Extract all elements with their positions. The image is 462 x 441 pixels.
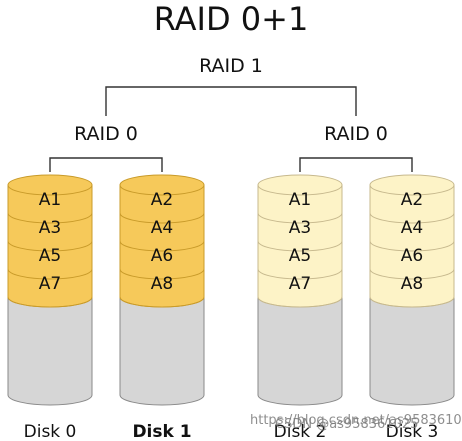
disk-label: Disk 2: [274, 422, 327, 441]
raid0-connector-right: [299, 157, 413, 172]
stripe-divider: [7, 296, 93, 308]
disk-empty-space: [257, 296, 343, 406]
stripe-divider: [257, 268, 343, 280]
disk-empty-space: [7, 296, 93, 406]
stripe-divider: [369, 240, 455, 252]
block-label: A1: [289, 190, 311, 210]
stripe-divider: [119, 296, 205, 308]
block-label: A5: [289, 246, 311, 266]
block-label: A3: [289, 218, 311, 238]
block-label: A6: [151, 246, 173, 266]
block-label: A2: [151, 190, 173, 210]
block-label: A7: [39, 274, 61, 294]
disk-empty-space: [119, 296, 205, 406]
stripe-divider: [119, 212, 205, 224]
diagram-title: RAID 0+1: [154, 0, 309, 38]
disk-top-cap: [119, 174, 205, 196]
watermark-url: https://blog.csdn.net/as958361025: [250, 413, 462, 428]
stripe-divider: [257, 240, 343, 252]
raid1-connector: [105, 86, 357, 116]
block-label: A8: [401, 274, 423, 294]
stripe-divider: [369, 296, 455, 308]
stripe-divider: [119, 268, 205, 280]
block-label: A1: [39, 190, 61, 210]
disk-top-cap: [7, 174, 93, 196]
disk-top-cap: [369, 174, 455, 196]
block-label: A5: [39, 246, 61, 266]
block-label: A3: [39, 218, 61, 238]
block-label: A6: [401, 246, 423, 266]
stripe-divider: [7, 240, 93, 252]
disk-label: Disk 1: [132, 422, 191, 441]
raid0-connector-left: [49, 157, 163, 172]
watermark-csdn: CSDN @as958361025: [275, 417, 418, 432]
block-label: A4: [151, 218, 173, 238]
block-label: A2: [401, 190, 423, 210]
stripe-divider: [369, 212, 455, 224]
stripe-divider: [119, 240, 205, 252]
raid0-label-left: RAID 0: [74, 123, 138, 145]
disk-label: Disk 3: [386, 422, 439, 441]
disk-label: Disk 0: [24, 422, 77, 441]
stripe-divider: [257, 212, 343, 224]
stripe-divider: [257, 296, 343, 308]
block-label: A8: [151, 274, 173, 294]
block-label: A4: [401, 218, 423, 238]
stripe-divider: [7, 268, 93, 280]
disk-empty-space: [369, 296, 455, 406]
disk-top-cap: [257, 174, 343, 196]
raid0-label-right: RAID 0: [324, 123, 388, 145]
block-label: A7: [289, 274, 311, 294]
stripe-divider: [7, 212, 93, 224]
raid1-label: RAID 1: [199, 55, 263, 77]
stripe-divider: [369, 268, 455, 280]
